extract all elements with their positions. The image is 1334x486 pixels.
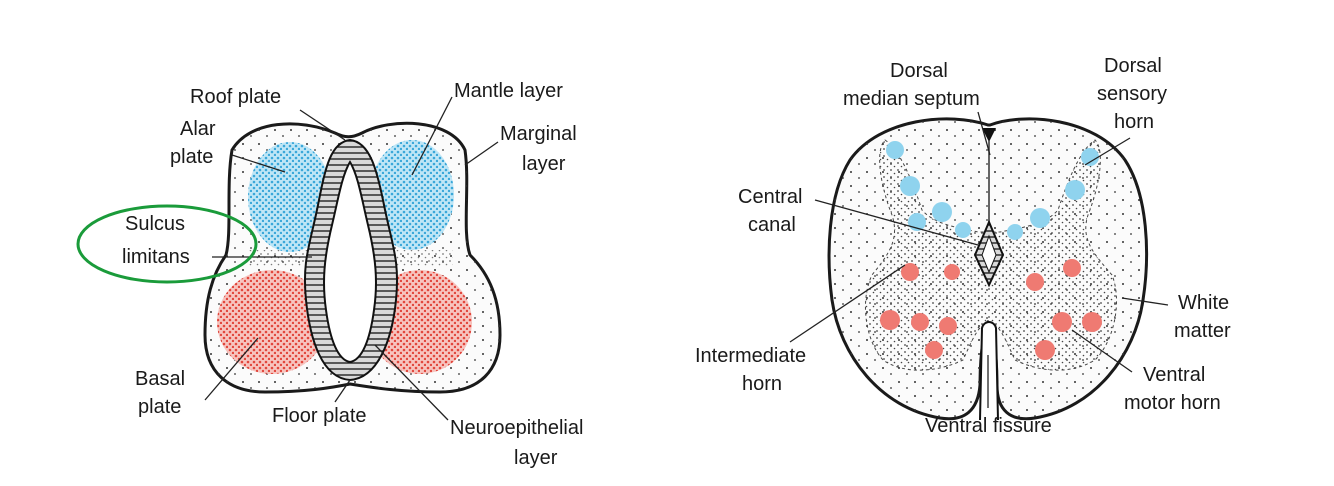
- sulcus-limitans-label-line1: Sulcus: [125, 213, 185, 235]
- alar-plate-label-line1: Alar: [180, 118, 216, 140]
- ventral-fissure: [979, 321, 999, 421]
- central-canal-lumen: [981, 234, 997, 274]
- marginal-layer-leader: [464, 141, 499, 166]
- sensory-nucleus: [1030, 208, 1050, 228]
- ventral-motor-horn-leader: [1071, 329, 1133, 373]
- motor-nucleus: [1035, 340, 1055, 360]
- mantle-layer-label: Mantle layer: [454, 80, 563, 102]
- motor-nucleus: [925, 341, 943, 359]
- intermediate-horn-label-line2: horn: [742, 373, 782, 395]
- sensory-nucleus: [1007, 224, 1023, 240]
- neural-tube-diagram: Roof plate Alar plate Sulcus limitans Ba…: [76, 80, 583, 469]
- motor-nucleus: [1052, 312, 1072, 332]
- neuroepithelial-leader: [374, 344, 449, 421]
- basal-plate-left: [217, 270, 327, 374]
- dorsal-median-septum-label-line1: Dorsal: [890, 60, 948, 82]
- roof-plate-leader: [299, 109, 346, 141]
- dorsal-sensory-horn-label-line1: Dorsal: [1104, 55, 1162, 77]
- intermediate-horn-leader: [789, 264, 906, 343]
- dorsal-sensory-horn-leader: [1084, 137, 1131, 166]
- ventral-motor-horn-label-line2: motor horn: [1124, 392, 1221, 414]
- sensory-nucleus: [932, 202, 952, 222]
- dorsal-sensory-horn-label-line2: sensory: [1097, 83, 1167, 105]
- motor-nucleus: [1063, 259, 1081, 277]
- spinal-cord-diagram: Dorsal median septum Dorsal sensory horn…: [695, 55, 1231, 437]
- marginal-layer-label-line2: layer: [522, 153, 566, 175]
- motor-nucleus: [939, 317, 957, 335]
- alar-plate-left: [248, 142, 332, 252]
- dorsal-median-notch: [982, 128, 996, 142]
- neuroepithelial-label-line2: layer: [514, 447, 558, 469]
- white-matter-label-line1: White: [1178, 292, 1229, 314]
- central-canal-label-line1: Central: [738, 186, 802, 208]
- basal-plate-label-line1: Basal: [135, 368, 185, 390]
- neural-canal-lumen: [323, 160, 377, 364]
- motor-nucleus: [901, 263, 919, 281]
- alar-plate-leader: [231, 154, 286, 173]
- dorsal-sensory-horn-label-line3: horn: [1114, 111, 1154, 133]
- sensory-nucleus: [886, 141, 904, 159]
- mantle-layer-leader: [411, 96, 453, 176]
- ventral-motor-horn-label-line1: Ventral: [1143, 364, 1205, 386]
- central-canal-leader: [814, 199, 979, 246]
- sulcus-limitans-highlight: [76, 204, 258, 284]
- ventral-fissure-label: Ventral fissure: [925, 415, 1052, 437]
- alar-plate-right: [370, 140, 454, 250]
- motor-nucleus: [911, 313, 929, 331]
- sensory-nucleus: [955, 222, 971, 238]
- central-canal-label-line2: canal: [748, 214, 796, 236]
- alar-plate-label-line2: plate: [170, 146, 213, 168]
- floor-plate-leader: [334, 379, 351, 403]
- sensory-nucleus: [1081, 148, 1099, 166]
- white-matter-leader: [1121, 297, 1169, 306]
- basal-plate-label-line2: plate: [138, 396, 181, 418]
- neuroepithelial-label-line1: Neuroepithelial: [450, 417, 583, 439]
- intermediate-horn-label-line1: Intermediate: [695, 345, 806, 367]
- sensory-nucleus: [900, 176, 920, 196]
- marginal-layer-label-line1: Marginal: [500, 123, 577, 145]
- motor-nucleus: [880, 310, 900, 330]
- dorsal-median-septum-leader: [977, 111, 991, 156]
- roof-plate-label: Roof plate: [190, 86, 281, 108]
- basal-plate-leader: [204, 337, 259, 401]
- sulcus-limitans-label-line2: limitans: [122, 246, 190, 268]
- motor-nucleus: [944, 264, 960, 280]
- white-matter-label-line2: matter: [1174, 320, 1231, 342]
- motor-nucleus: [1082, 312, 1102, 332]
- sensory-nucleus: [1065, 180, 1085, 200]
- dorsal-median-septum-label-line2: median septum: [843, 88, 980, 110]
- motor-nucleus: [1026, 273, 1044, 291]
- floor-plate-label: Floor plate: [272, 405, 367, 427]
